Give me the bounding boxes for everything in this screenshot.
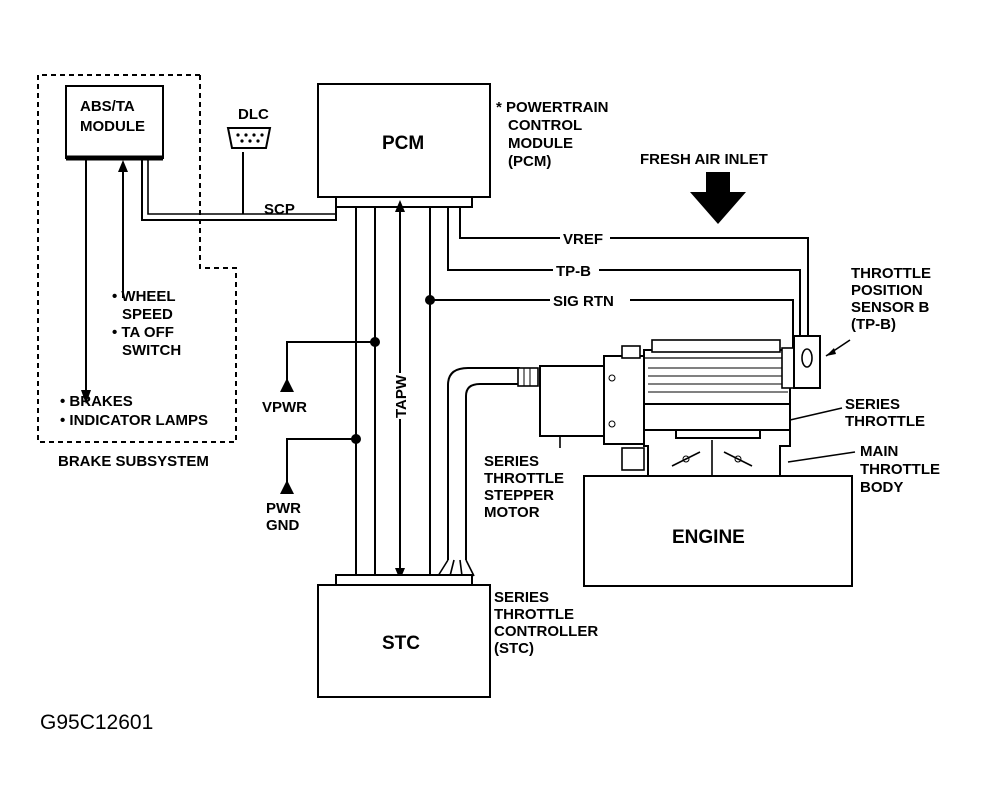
stc-note-1: SERIES <box>494 589 549 606</box>
brakes-label: • BRAKES <box>60 393 133 410</box>
wheel-speed-label-4: SWITCH <box>122 342 181 359</box>
tapw-up-arrow-icon <box>395 200 405 212</box>
throttle-position-sensor <box>781 335 821 389</box>
main-throttle-body-label-3: BODY <box>860 479 903 496</box>
stepper-motor-label-3: STEPPER <box>484 487 554 504</box>
tps-b-label-1: THROTTLE <box>851 265 931 282</box>
pcm-module: PCM <box>317 83 491 208</box>
wheel-speed-label-2: SPEED <box>122 306 173 323</box>
stc-note-2: THROTTLE <box>494 606 574 623</box>
dlc-label: DLC <box>238 106 269 123</box>
pwr-gnd-terminal-icon <box>280 480 294 494</box>
stc-module: STC <box>317 574 491 698</box>
engine: ENGINE <box>583 475 853 587</box>
pcm-label: PCM <box>382 133 424 154</box>
vpwr-terminal-icon <box>280 378 294 392</box>
main-throttle-body <box>621 429 791 477</box>
stc-note-3: CONTROLLER <box>494 623 598 640</box>
stepper-motor-label-1: SERIES <box>484 453 539 470</box>
powertrain-note-1: * POWERTRAIN <box>496 99 609 116</box>
stc-label: STC <box>382 633 420 654</box>
series-throttle-label-1: SERIES <box>845 396 900 413</box>
abs-ta-module: ABS/TA MODULE <box>65 85 164 161</box>
indicator-lamps-label: • INDICATOR LAMPS <box>60 412 208 429</box>
pwr-gnd-label-1: PWR <box>266 500 301 517</box>
powertrain-note-4: (PCM) <box>508 153 551 170</box>
series-throttle-label-2: THROTTLE <box>845 413 925 430</box>
figure-code: G95C12601 <box>40 711 153 734</box>
scp-label: SCP <box>264 201 295 218</box>
stepper-motor <box>539 355 645 448</box>
engine-label: ENGINE <box>672 527 745 548</box>
wheel-speed-label-3: • TA OFF <box>112 324 174 341</box>
tps-b-label-2: POSITION <box>851 282 923 299</box>
tapw-label: TAPW <box>393 374 410 418</box>
brake-subsystem-boundary <box>37 74 237 443</box>
stc-note-4: (STC) <box>494 640 534 657</box>
tps-b-label-4: (TP-B) <box>851 316 896 333</box>
series-throttle-body <box>621 339 791 431</box>
vpwr-label: VPWR <box>262 399 307 416</box>
brakes-arrow-icon <box>81 390 91 404</box>
tps-b-label-3: SENSOR B <box>851 299 930 316</box>
vref-label: VREF <box>563 231 603 248</box>
tp-b-label: TP-B <box>556 263 591 280</box>
abs-ta-module-label-2: MODULE <box>80 118 145 135</box>
brake-subsystem-label: BRAKE SUBSYSTEM <box>58 453 209 470</box>
abs-ta-module-label-1: ABS/TA <box>80 98 135 115</box>
sig-rtn-label: SIG RTN <box>553 293 614 310</box>
pwr-gnd-label-2: GND <box>266 517 300 534</box>
fresh-air-arrow-icon <box>690 172 746 224</box>
powertrain-note-2: CONTROL <box>508 117 582 134</box>
main-throttle-body-label-1: MAIN <box>860 443 898 460</box>
stepper-motor-label-4: MOTOR <box>484 504 540 521</box>
main-throttle-body-label-2: THROTTLE <box>860 461 940 478</box>
wheel-speed-arrow-icon <box>118 160 128 172</box>
powertrain-note-3: MODULE <box>508 135 573 152</box>
dlc-connector: DLC <box>226 106 272 149</box>
wheel-speed-label-1: • WHEEL <box>112 288 176 305</box>
stepper-motor-label-2: THROTTLE <box>484 470 564 487</box>
fresh-air-inlet-label: FRESH AIR INLET <box>640 151 768 168</box>
